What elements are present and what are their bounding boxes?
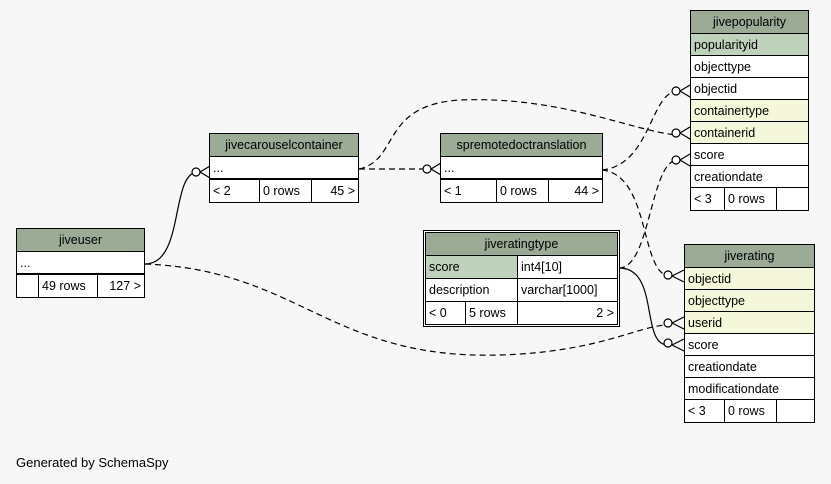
column-row: score int4[10] xyxy=(426,256,617,279)
column-row: description varchar[1000] xyxy=(426,279,617,302)
column-row: containertype xyxy=(691,100,808,122)
footer-rows: 5 rows xyxy=(466,302,518,324)
footer-children xyxy=(777,400,814,422)
column-row: creationdate xyxy=(685,356,814,378)
column-row: ... xyxy=(441,157,602,179)
table-title: jiveratingtype xyxy=(426,233,617,256)
column-row: objecttype xyxy=(685,290,814,312)
column-row: score xyxy=(691,144,808,166)
column-row: popularityid xyxy=(691,34,808,56)
table-footer: 49 rows 127 > xyxy=(17,274,144,297)
footer-rows: 0 rows xyxy=(260,180,312,202)
column-row: containerid xyxy=(691,122,808,144)
footer-rows: 0 rows xyxy=(725,188,777,210)
table-jiveratingtype[interactable]: jiveratingtype score int4[10] descriptio… xyxy=(423,230,620,327)
table-footer: < 3 0 rows xyxy=(685,400,814,422)
link-jiveuser-jiverating xyxy=(144,263,669,356)
table-title: jivepopularity xyxy=(691,11,808,34)
table-title: spremotedoctranslation xyxy=(441,134,602,157)
table-footer: < 0 5 rows 2 > xyxy=(426,302,617,324)
table-jivecarouselcontainer[interactable]: jivecarouselcontainer ... < 2 0 rows 45 … xyxy=(209,133,359,203)
column-type: varchar[1000] xyxy=(521,283,598,297)
link-jiveuser-jivecarouselcontainer xyxy=(144,171,199,265)
table-footer: < 3 0 rows xyxy=(691,188,808,210)
column-row: objectid xyxy=(691,78,808,100)
table-title: jivecarouselcontainer xyxy=(210,134,358,157)
column-row: objectid xyxy=(685,268,814,290)
footer-parents: < 2 xyxy=(210,180,260,202)
footer-parents: < 3 xyxy=(685,400,725,422)
footer-parents: < 1 xyxy=(441,180,497,202)
table-footer: < 1 0 rows 44 > xyxy=(441,179,602,202)
column-name: description xyxy=(426,279,518,301)
footer-rows: 0 rows xyxy=(497,180,549,202)
table-jiverating[interactable]: jiverating objectid objecttype userid sc… xyxy=(684,244,815,423)
table-title: jiveuser xyxy=(17,229,144,252)
footer-rows: 49 rows xyxy=(39,275,98,297)
footer-children: 45 > xyxy=(330,184,355,198)
column-row: objecttype xyxy=(691,56,808,78)
column-row: ... xyxy=(17,252,144,274)
footer-children xyxy=(777,188,808,210)
crowfoot-markers xyxy=(191,86,681,348)
link-spremotedoctranslation-jivepopularity xyxy=(601,90,677,171)
generated-by-label: Generated by SchemaSpy xyxy=(16,455,169,470)
footer-children: 2 > xyxy=(596,306,614,320)
column-row: userid xyxy=(685,312,814,334)
link-jivecarouselcontainer-jivepopularity xyxy=(358,99,677,170)
column-row: ... xyxy=(210,157,358,179)
footer-children: 127 > xyxy=(109,279,141,293)
footer-rows: 0 rows xyxy=(725,400,777,422)
link-spremotedoctranslation-jiverating xyxy=(601,169,669,277)
column-type: int4[10] xyxy=(521,260,563,274)
column-name: score xyxy=(426,256,518,278)
column-row: creationdate xyxy=(691,166,808,188)
column-row: score xyxy=(685,334,814,356)
link-jiveratingtype-jivepopularity xyxy=(618,159,677,269)
column-row: modificationdate xyxy=(685,378,814,400)
link-jiveratingtype-jiverating xyxy=(618,267,669,346)
footer-parents: < 3 xyxy=(691,188,725,210)
footer-parents xyxy=(17,275,39,297)
table-title: jiverating xyxy=(685,245,814,268)
footer-children: 44 > xyxy=(574,184,599,198)
table-spremotedoctranslation[interactable]: spremotedoctranslation ... < 1 0 rows 44… xyxy=(440,133,603,203)
table-footer: < 2 0 rows 45 > xyxy=(210,179,358,202)
table-jiveuser[interactable]: jiveuser ... 49 rows 127 > xyxy=(16,228,145,298)
table-jivepopularity[interactable]: jivepopularity popularityid objecttype o… xyxy=(690,10,809,211)
footer-parents: < 0 xyxy=(426,302,466,324)
